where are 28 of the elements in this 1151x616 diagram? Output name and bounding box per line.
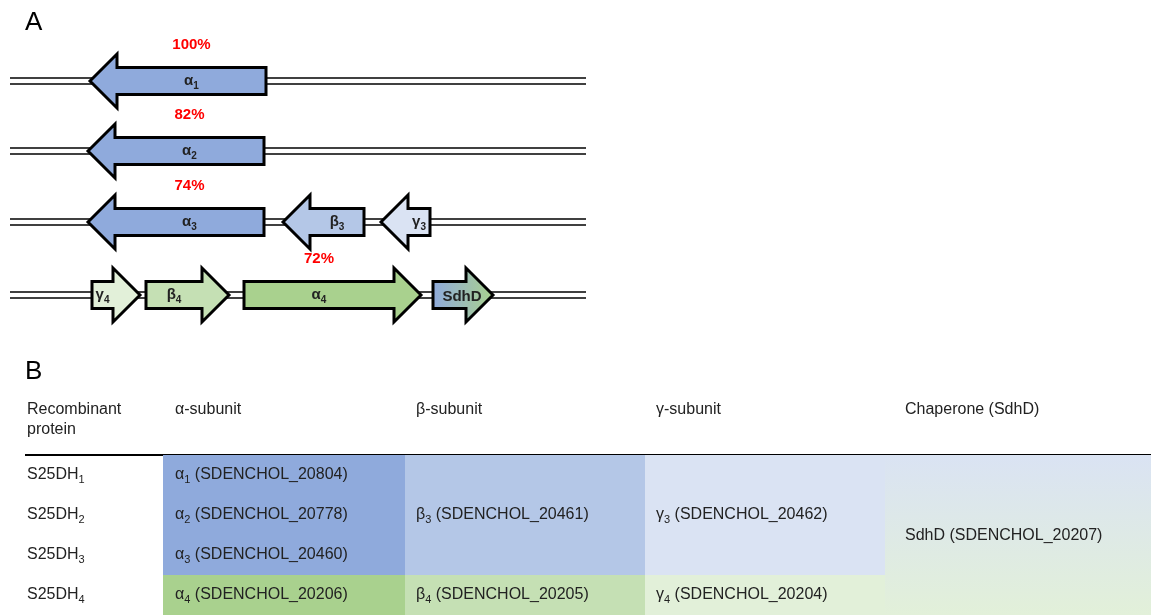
shaded-table-cell: γ$_{3}$ (SDENCHOL_20462) [645,455,885,575]
row-label: S25DH$_{3}$ [26,543,86,567]
shaded-table-cell: α$_{3}$ (SDENCHOL_20460) [163,535,405,575]
shaded-table-cell: γ$_{4}$ (SDENCHOL_20204) [645,575,885,615]
gene-label: SdhD [442,287,482,303]
row-label: S25DH$_{4}$ [26,583,86,607]
column-header: β-subunit [415,399,484,419]
column-header: γ-subunit [655,399,722,419]
gene-label: β$_{4}$ [166,285,182,305]
shaded-table-cell: α$_{2}$ (SDENCHOL_20778) [163,495,405,535]
shaded-table-cell: β$_{4}$ (SDENCHOL_20205) [405,575,645,615]
identity-percent: 72% [304,250,334,265]
panel-letter: A [25,8,43,34]
column-header: Recombinant protein [26,399,123,439]
row-label: S25DH$_{2}$ [26,503,86,527]
panel-letter: B [25,357,43,383]
shaded-table-cell: β$_{3}$ (SDENCHOL_20461) [405,455,645,575]
gene-label: α$_{4}$ [311,285,327,305]
shaded-table-cell: SdhD (SDENCHOL_20207) [885,455,1151,615]
shaded-table-cell: α$_{4}$ (SDENCHOL_20206) [163,575,405,615]
identity-percent: 74% [174,177,205,192]
shaded-table-cell: α$_{1}$ (SDENCHOL_20804) [163,455,405,495]
gene-label: γ$_{4}$ [95,285,110,305]
identity-percent: 100% [172,36,211,51]
column-header: α-subunit [174,399,243,419]
column-header: Chaperone (SdhD) [904,399,1041,419]
identity-percent: 82% [174,106,205,121]
row-label: S25DH$_{1}$ [26,463,86,487]
